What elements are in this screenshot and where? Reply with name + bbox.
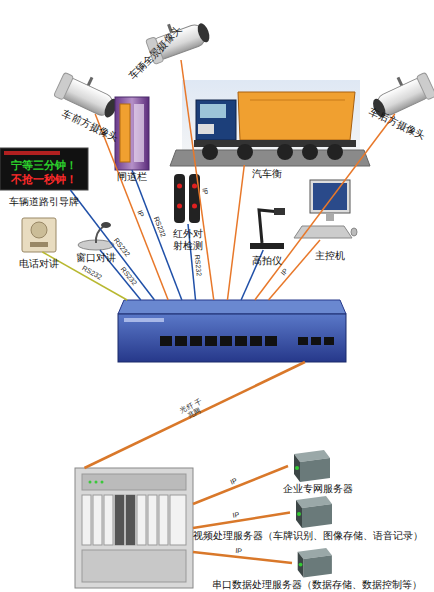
cable-line [255, 114, 395, 300]
cable-label: IP [232, 511, 240, 520]
truck-illustration [170, 80, 370, 166]
cable-label: IP [229, 477, 238, 487]
cable-label: IP [279, 267, 289, 277]
node-label: 窗口对讲 [71, 252, 121, 264]
intercom-node: 窗口对讲 [76, 222, 116, 250]
node-label: 高拍仪 [242, 255, 292, 267]
cable-line [268, 240, 320, 300]
cable-line [181, 60, 214, 300]
detector-node: 红外对射检测 [173, 172, 203, 224]
node-label: 不抢一秒钟！ [0, 173, 88, 186]
node-label: 车后方摄像头 [363, 104, 431, 144]
cable-label: RS232 [153, 215, 168, 238]
intercom-node: 电话对讲 [22, 218, 56, 252]
cable-label: RS232 [193, 254, 203, 276]
server-illustration [296, 496, 332, 528]
node-label: 车前方摄像头 [56, 106, 124, 146]
cable-label: IP [201, 187, 210, 195]
guide-sign: 宁等三分钟！不抢一秒钟！车辆道路引导牌 [0, 148, 88, 190]
node-label: 车辆道路引导牌 [0, 196, 92, 208]
node-label: 车辆全景摄像头 [119, 17, 191, 89]
cable-line [227, 165, 244, 300]
cable-label: RS232 [119, 265, 138, 286]
computer-node: 主控机 [305, 178, 355, 240]
scanner-illustration [250, 208, 285, 249]
cable-line [84, 362, 305, 468]
rack-node [75, 468, 193, 588]
node-label: 汽车衡 [237, 168, 297, 180]
cable-label: RS232 [81, 265, 103, 282]
rack-illustration [75, 468, 193, 588]
computer-illustration [294, 180, 357, 238]
switch-illustration [118, 300, 346, 362]
node-label: 主控机 [305, 250, 355, 262]
scale-node: 汽车衡 [182, 80, 360, 165]
scanner-node: 高拍仪 [248, 205, 286, 250]
server-illustration [298, 548, 332, 577]
node-label: 电话对讲 [14, 258, 64, 270]
camera-node: 车前方摄像头 [58, 82, 120, 114]
cable-line [193, 466, 288, 504]
camera-node: 车辆全景摄像头 [145, 22, 217, 60]
cable-line [70, 190, 154, 300]
intercom-illustration [78, 222, 114, 250]
server-illustration [294, 450, 330, 482]
detector-illustration [174, 174, 200, 223]
cable-line [193, 552, 292, 563]
sign-illustration [0, 148, 88, 190]
cable-label: IP [234, 547, 241, 555]
barrier-node: 闸道栏 [115, 97, 149, 170]
node-label: 串口数据处理服务器（数据存储、数据控制等） [197, 580, 434, 591]
node-label: 宁等三分钟！ [0, 159, 88, 172]
cable-line [193, 513, 290, 529]
node-label: 视频处理服务器（车牌识别、图像存储、语音记录） [185, 531, 430, 542]
server-node: 视频处理服务器（车牌识别、图像存储、语音记录） [290, 496, 332, 529]
camera-node: 车后方摄像头 [370, 82, 432, 114]
cable-label: IP [136, 210, 146, 219]
barrier-illustration [115, 97, 149, 170]
server-node: 串口数据处理服务器（数据存储、数据控制等） [292, 548, 332, 578]
server-node: 企业专网服务器 [288, 450, 330, 482]
node-label: 红外对射检测 [172, 228, 204, 251]
node-label: 企业专网服务器 [268, 484, 368, 495]
intercom-illustration [22, 218, 56, 252]
cable-label: 光纤 千兆网 [177, 397, 207, 422]
cable-line [95, 114, 168, 300]
switch-node [118, 300, 346, 362]
node-label: 闸道栏 [107, 171, 157, 183]
